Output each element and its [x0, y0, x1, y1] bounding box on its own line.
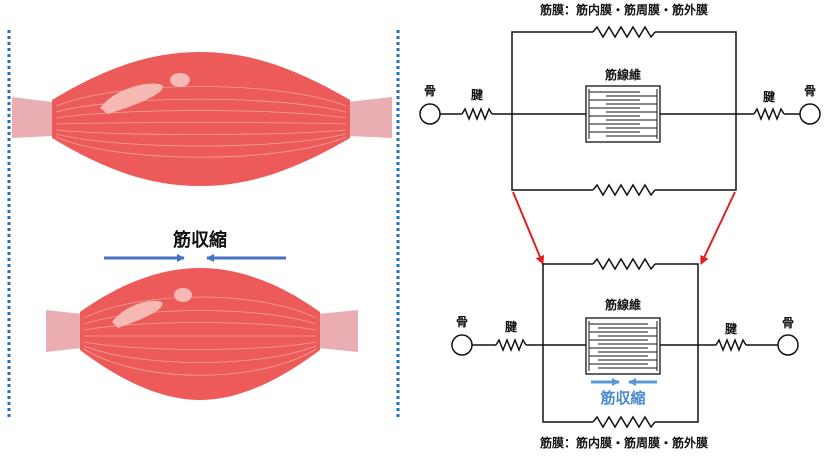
- bottom-model: [451, 257, 799, 429]
- bottom-fiber-label: 筋線維: [604, 297, 641, 312]
- bottom-tendon-spring-left: [495, 337, 527, 353]
- relaxed-muscle: [12, 52, 392, 186]
- top-spring-upper: [592, 25, 656, 39]
- bottom-tendon-spring-right: [715, 337, 747, 353]
- bottom-tendon-left-label: 腱: [505, 319, 518, 334]
- bottom-bone-left: [451, 334, 473, 356]
- transition-arrow-left: [512, 191, 545, 265]
- top-tendon-spring-right: [753, 106, 785, 122]
- bottom-fiber-sarcomere: [588, 321, 658, 371]
- top-model: [419, 25, 821, 197]
- top-spring-lower: [592, 183, 656, 197]
- top-fiber-sarcomere: [588, 89, 658, 139]
- top-frame-upper: [511, 31, 593, 114]
- relaxed-tendon-left: [12, 97, 52, 138]
- bottom-frame-lower: [542, 345, 593, 423]
- contracted-tendon-right: [318, 310, 358, 352]
- bottom-spring-lower: [592, 415, 656, 429]
- contracted-highlight-small: [174, 288, 192, 302]
- top-fiber-box: [585, 85, 661, 143]
- top-tendon-right-label: 腱: [763, 89, 776, 104]
- top-bone-right-label: 骨: [804, 84, 816, 98]
- bottom-bone-right-label: 骨: [782, 316, 794, 330]
- contracted-tendon-left: [46, 310, 82, 352]
- relaxed-muscle-belly: [52, 52, 350, 186]
- top-tendon-spring-left: [461, 106, 493, 122]
- contraction-label-left: 筋収縮: [173, 229, 227, 251]
- relaxed-highlight-large: [100, 83, 163, 114]
- top-frame-lower: [511, 114, 593, 191]
- top-frame-lower-right: [655, 114, 737, 191]
- bottom-frame-upper: [542, 263, 593, 345]
- bottom-fiber-box: [585, 317, 661, 375]
- contracted-highlight-large: [112, 300, 163, 328]
- top-bone-left-label: 骨: [424, 84, 436, 98]
- contracted-muscle: [46, 268, 358, 400]
- bottom-frame-lower-right: [655, 345, 699, 423]
- top-tendon-left-label: 腱: [471, 87, 484, 102]
- contracted-muscle-belly: [80, 268, 320, 400]
- fiber-contraction-label: 筋収縮: [599, 389, 645, 407]
- bottom-bone-left-label: 骨: [456, 315, 468, 329]
- relaxed-highlight-small: [170, 73, 190, 87]
- bottom-bone-right: [777, 334, 799, 356]
- bottom-spring-upper: [592, 257, 656, 271]
- contracted-muscle-striations: [83, 296, 317, 376]
- bottom-tendon-right-label: 腱: [725, 321, 738, 336]
- bottom-membrane-label: 筋膜：筋内膜・筋周膜・筋外膜: [539, 435, 708, 450]
- top-frame-upper-right: [655, 31, 737, 114]
- top-membrane-label: 筋膜：筋内膜・筋周膜・筋外膜: [539, 2, 708, 17]
- bottom-frame-upper-right: [655, 263, 699, 345]
- top-bone-right: [799, 103, 821, 125]
- transition-arrow-right: [700, 191, 736, 265]
- top-bone-left: [419, 103, 441, 125]
- top-fiber-label: 筋線維: [604, 67, 641, 82]
- relaxed-muscle-striations: [55, 86, 347, 158]
- relaxed-tendon-right: [348, 97, 392, 138]
